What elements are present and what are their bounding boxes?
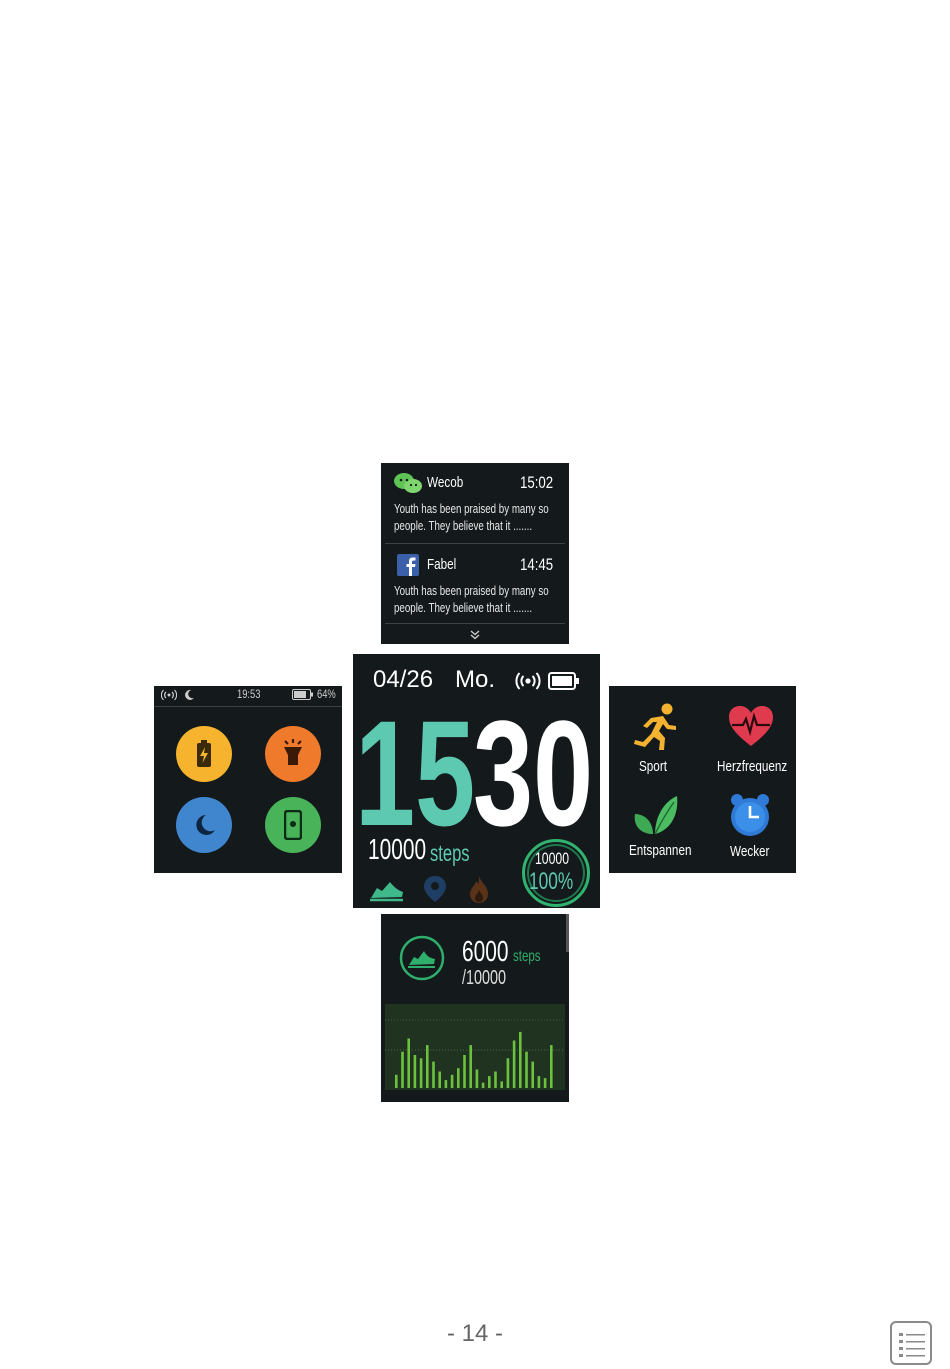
step-bar (463, 1055, 466, 1088)
step-bar (469, 1045, 472, 1088)
step-bar (451, 1075, 454, 1088)
app-label: Sport (639, 758, 675, 775)
steps-screen: 6000 steps /10000 (381, 914, 569, 1102)
step-bar (482, 1083, 485, 1088)
flashlight-icon (281, 738, 305, 768)
list-icon (899, 1331, 925, 1357)
do-not-disturb-button[interactable] (176, 797, 232, 853)
step-bar (445, 1080, 448, 1088)
step-bar (500, 1081, 503, 1088)
step-bar (407, 1039, 410, 1089)
battery-charge-icon (196, 740, 212, 768)
step-bar (457, 1068, 460, 1088)
moon-icon (191, 812, 217, 838)
step-bar (507, 1058, 510, 1088)
notifications-screen: Wecob 15:02 Youth has been praised by ma… (381, 463, 569, 644)
chevron-down-icon[interactable] (470, 630, 480, 640)
app-relax[interactable] (631, 792, 681, 838)
heart-rate-icon (727, 704, 775, 748)
apps-screen: Sport Herzfrequenz Entspannen Wecker (609, 686, 796, 873)
battery-icon (548, 672, 580, 690)
notification-text: Youth has been praised by many so people… (394, 501, 569, 535)
notification-app-name: Fabel (427, 556, 465, 573)
step-bar (401, 1052, 404, 1088)
wechat-icon (393, 471, 423, 497)
step-bar (432, 1062, 435, 1088)
step-bar (531, 1062, 534, 1088)
minute: 30 (473, 698, 600, 848)
flashlight-button[interactable] (265, 726, 321, 782)
divider (385, 623, 565, 624)
notification-time: 15:02 (520, 473, 563, 493)
battery-icon (292, 689, 314, 700)
step-bar (525, 1052, 528, 1088)
step-bar (414, 1055, 417, 1088)
find-phone-icon (284, 810, 302, 840)
step-bar (544, 1078, 547, 1088)
bluetooth-signal-icon (515, 671, 541, 691)
steps-unit: steps (513, 948, 551, 966)
bluetooth-signal-icon (161, 689, 177, 701)
table-of-contents-button[interactable] (890, 1321, 932, 1365)
scrollbar[interactable] (566, 914, 569, 952)
steps-unit: steps (430, 840, 485, 867)
page-number: - 14 - (0, 1320, 950, 1348)
notification-time: 14:45 (520, 555, 563, 575)
app-label: Herzfrequenz (717, 758, 796, 775)
app-alarm[interactable] (727, 792, 777, 840)
step-bar (426, 1045, 429, 1088)
shoe-icon (398, 934, 446, 982)
status-time: 19:53 (237, 687, 267, 701)
moon-icon (183, 689, 195, 701)
notification-app-name: Wecob (427, 474, 473, 491)
step-bar (488, 1076, 491, 1088)
watch-face-screen: 04/26 Mo. 15 30 10000 steps 10000 100% (353, 654, 600, 908)
steps-goal: /10000 (462, 967, 523, 990)
step-bar (494, 1072, 497, 1089)
divider (154, 706, 342, 707)
location-pin-icon (422, 874, 448, 904)
app-label: Wecker (730, 843, 781, 860)
facebook-icon (397, 554, 419, 576)
find-phone-button[interactable] (265, 797, 321, 853)
control-panel-screen: 19:53 64% (154, 686, 342, 873)
notification-text: Youth has been praised by many so people… (394, 583, 569, 617)
divider (385, 543, 565, 544)
flame-icon (467, 874, 491, 904)
app-label: Entspannen (629, 842, 709, 859)
step-bar (550, 1045, 553, 1088)
step-bar (476, 1070, 479, 1089)
step-bar (519, 1032, 522, 1088)
power-saving-button[interactable] (176, 726, 232, 782)
goal-percent: 100% (529, 868, 590, 896)
battery-percent: 64% (317, 687, 341, 701)
alarm-clock-icon (727, 792, 773, 838)
step-bar (420, 1058, 423, 1088)
step-bar (395, 1075, 398, 1088)
goal-value: 10000 (535, 849, 582, 869)
step-bar (438, 1072, 441, 1089)
running-man-icon (629, 702, 681, 752)
shoe-icon (368, 876, 406, 902)
leaves-icon (631, 792, 679, 836)
step-bar (513, 1041, 516, 1089)
steps-chart (385, 1004, 565, 1090)
step-bar (538, 1076, 541, 1088)
